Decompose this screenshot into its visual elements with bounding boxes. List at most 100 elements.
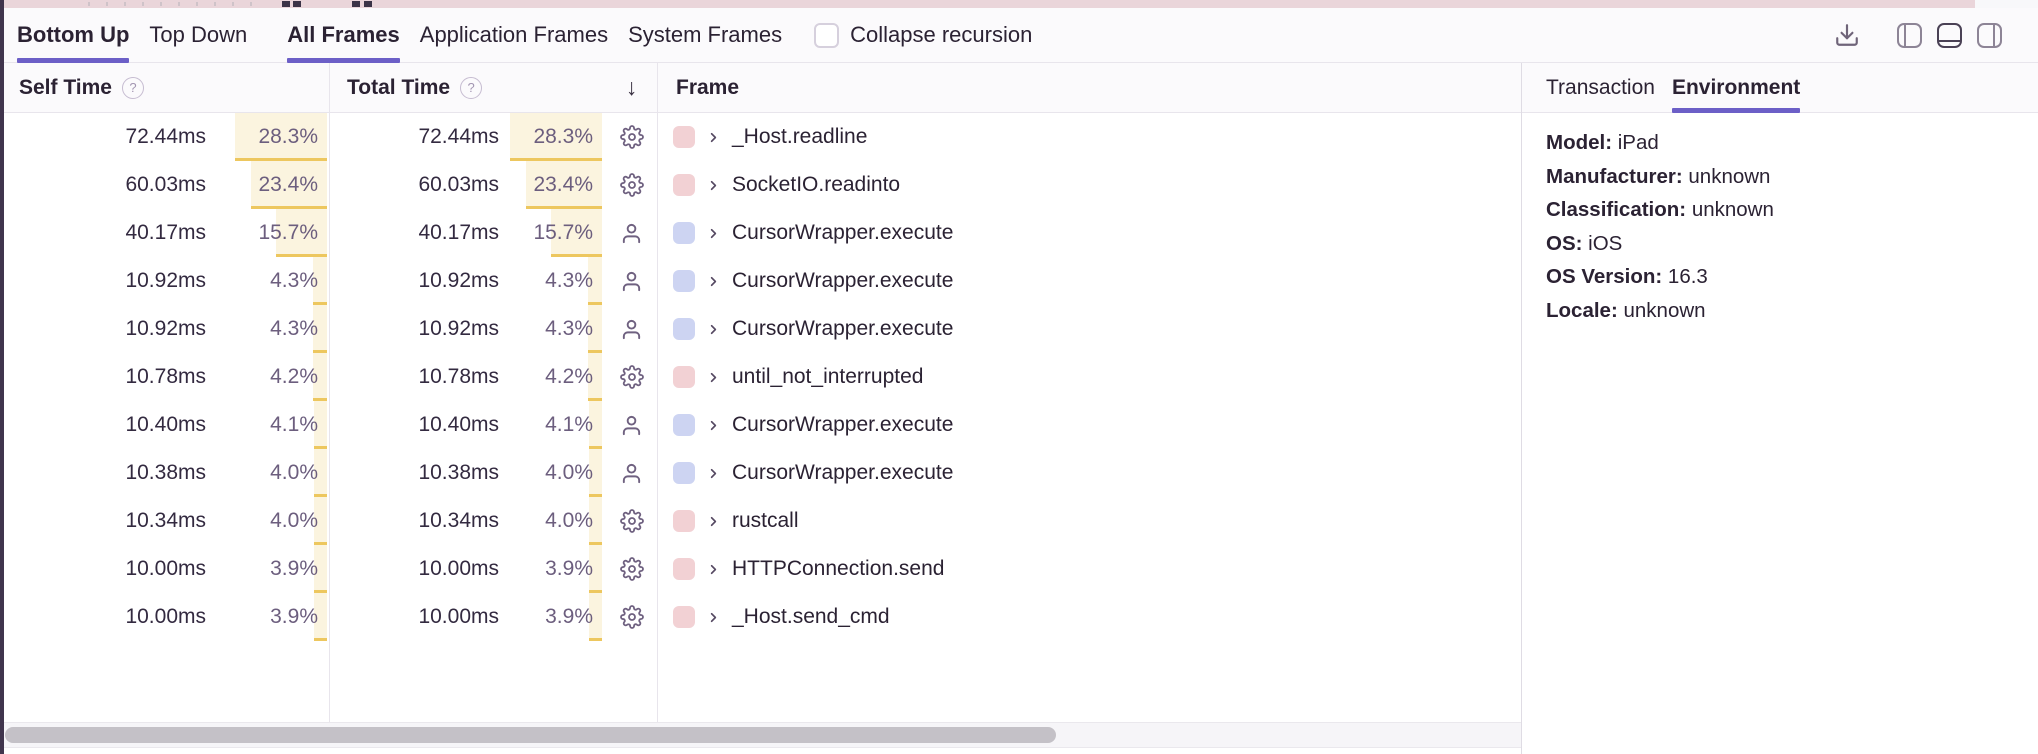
percent-bar	[314, 545, 327, 593]
table-row[interactable]: 60.03ms 23.4% 60.03ms 23.4% SocketIO.rea…	[0, 161, 1521, 209]
frame-cell: SocketIO.readinto	[658, 161, 1521, 209]
tab-top-down[interactable]: Top Down	[149, 8, 247, 62]
expand-chevron-icon[interactable]	[706, 130, 721, 145]
frame-color-swatch	[673, 126, 695, 148]
percent-label: 4.0%	[545, 461, 593, 484]
panel-tab-environment[interactable]: Environment	[1671, 63, 1801, 113]
percent-label: 28.3%	[533, 125, 593, 148]
self-time-percent: 3.9%	[210, 593, 330, 641]
tab-label: System Frames	[628, 22, 783, 47]
percent-label: 15.7%	[258, 221, 318, 244]
self-time-value: 60.03ms	[125, 173, 206, 196]
expand-chevron-icon[interactable]	[706, 370, 721, 385]
expand-chevron-icon[interactable]	[706, 418, 721, 433]
panel-tab-transaction[interactable]: Transaction	[1546, 63, 1655, 112]
frame-cell: CursorWrapper.execute	[658, 449, 1521, 497]
expand-chevron-icon[interactable]	[706, 178, 721, 193]
self-time-percent: 4.0%	[210, 449, 330, 497]
self-time-value: 10.78ms	[125, 365, 206, 388]
table-row[interactable]: 10.78ms 4.2% 10.78ms 4.2% until_not_inte…	[0, 353, 1521, 401]
environment-field: OS: iOS	[1546, 227, 2014, 261]
percent-bar	[588, 353, 602, 401]
tab-label: Application Frames	[419, 22, 609, 47]
collapse-recursion-checkbox[interactable]	[814, 22, 840, 48]
frame-name: HTTPConnection.send	[732, 557, 945, 580]
total-time-percent: 4.2%	[505, 353, 605, 401]
expand-chevron-icon[interactable]	[706, 562, 721, 577]
frame-name: rustcall	[732, 509, 799, 532]
expand-chevron-icon[interactable]	[706, 514, 721, 529]
frame-type-cell	[605, 209, 658, 257]
layout-right-icon[interactable]	[1977, 22, 2002, 48]
column-divider	[329, 63, 330, 724]
frame-name: until_not_interrupted	[732, 365, 924, 388]
help-icon[interactable]: ?	[460, 76, 483, 99]
frame-header[interactable]: Frame	[658, 63, 1521, 112]
total-time-value: 10.78ms	[418, 365, 499, 388]
layout-bottom-icon[interactable]	[1937, 22, 1962, 48]
self-time-percent: 4.0%	[210, 497, 330, 545]
frame-cell: rustcall	[658, 497, 1521, 545]
minimap-tick	[142, 2, 144, 6]
expand-chevron-icon[interactable]	[706, 610, 721, 625]
total-time-value: 10.92ms	[418, 317, 499, 340]
scrollbar-thumb[interactable]	[5, 727, 1056, 743]
horizontal-scrollbar[interactable]	[0, 722, 1521, 748]
tab-application-frames[interactable]: Application Frames	[420, 8, 608, 62]
table-row[interactable]: 10.00ms 3.9% 10.00ms 3.9% HTTPConnection…	[0, 545, 1521, 593]
total-time-percent: 4.3%	[505, 305, 605, 353]
minimap-sample-mark	[364, 1, 372, 7]
table-row[interactable]: 10.40ms 4.1% 10.40ms 4.1% CursorWrapper.…	[0, 401, 1521, 449]
expand-chevron-icon[interactable]	[706, 226, 721, 241]
frames-table: Self Time ? Total Time ? ↓ Frame 72.44ms…	[0, 63, 1521, 754]
table-row[interactable]: 10.92ms 4.3% 10.92ms 4.3% CursorWrapper.…	[0, 257, 1521, 305]
system-frame-gear-icon	[619, 125, 644, 149]
tab-system-frames[interactable]: System Frames	[628, 8, 782, 62]
collapse-recursion-label: Collapse recursion	[850, 22, 1033, 47]
percent-bar	[235, 113, 327, 161]
table-row[interactable]: 10.00ms 3.9% 10.00ms 3.9% _Host.send_cmd	[0, 593, 1521, 641]
total-time-value: 10.92ms	[418, 269, 499, 292]
frame-type-cell	[605, 449, 658, 497]
table-row[interactable]: 10.92ms 4.3% 10.92ms 4.3% CursorWrapper.…	[0, 305, 1521, 353]
percent-label: 4.3%	[545, 269, 593, 292]
expand-chevron-icon[interactable]	[706, 466, 721, 481]
table-row[interactable]: 72.44ms 28.3% 72.44ms 28.3% _Host.readli…	[0, 113, 1521, 161]
self-time-value: 10.00ms	[125, 605, 206, 628]
sort-direction-icon[interactable]: ↓	[605, 63, 658, 112]
self-time-percent: 3.9%	[210, 545, 330, 593]
expand-chevron-icon[interactable]	[706, 274, 721, 289]
help-icon[interactable]: ?	[121, 76, 144, 99]
total-time-value: 10.00ms	[418, 557, 499, 580]
percent-bar	[526, 161, 602, 209]
table-row[interactable]: 10.38ms 4.0% 10.38ms 4.0% CursorWrapper.…	[0, 449, 1521, 497]
environment-field: Model: iPad	[1546, 126, 2014, 160]
total-time-percent: 4.1%	[505, 401, 605, 449]
collapse-recursion-control[interactable]: Collapse recursion	[814, 22, 1032, 48]
total-time-percent: 4.3%	[505, 257, 605, 305]
field-value: unknown	[1623, 298, 1706, 322]
self-time-header[interactable]: Self Time ?	[0, 63, 330, 112]
percent-bar	[588, 305, 602, 353]
frame-type-cell	[605, 593, 658, 641]
layout-left-icon[interactable]	[1897, 22, 1922, 48]
minimap-strip[interactable]	[0, 0, 2038, 8]
table-row[interactable]: 10.34ms 4.0% 10.34ms 4.0% rustcall	[0, 497, 1521, 545]
percent-label: 23.4%	[258, 173, 318, 196]
frame-color-swatch	[673, 510, 695, 532]
percent-bar	[276, 209, 327, 257]
self-time-percent: 4.2%	[210, 353, 330, 401]
total-time-header[interactable]: Total Time ?	[330, 63, 605, 112]
download-icon[interactable]	[1834, 22, 1860, 48]
percent-bar	[589, 497, 602, 545]
total-time-value: 10.38ms	[418, 461, 499, 484]
tab-all-frames[interactable]: All Frames	[287, 8, 400, 63]
table-row[interactable]: 40.17ms 15.7% 40.17ms 15.7% CursorWrappe…	[0, 209, 1521, 257]
self-time-header-label: Self Time	[19, 75, 112, 99]
field-value: unknown	[1688, 164, 1771, 188]
percent-bar	[314, 449, 327, 497]
tab-bottom-up[interactable]: Bottom Up	[17, 8, 130, 63]
expand-chevron-icon[interactable]	[706, 322, 721, 337]
percent-bar	[510, 113, 602, 161]
percent-bar	[313, 353, 327, 401]
